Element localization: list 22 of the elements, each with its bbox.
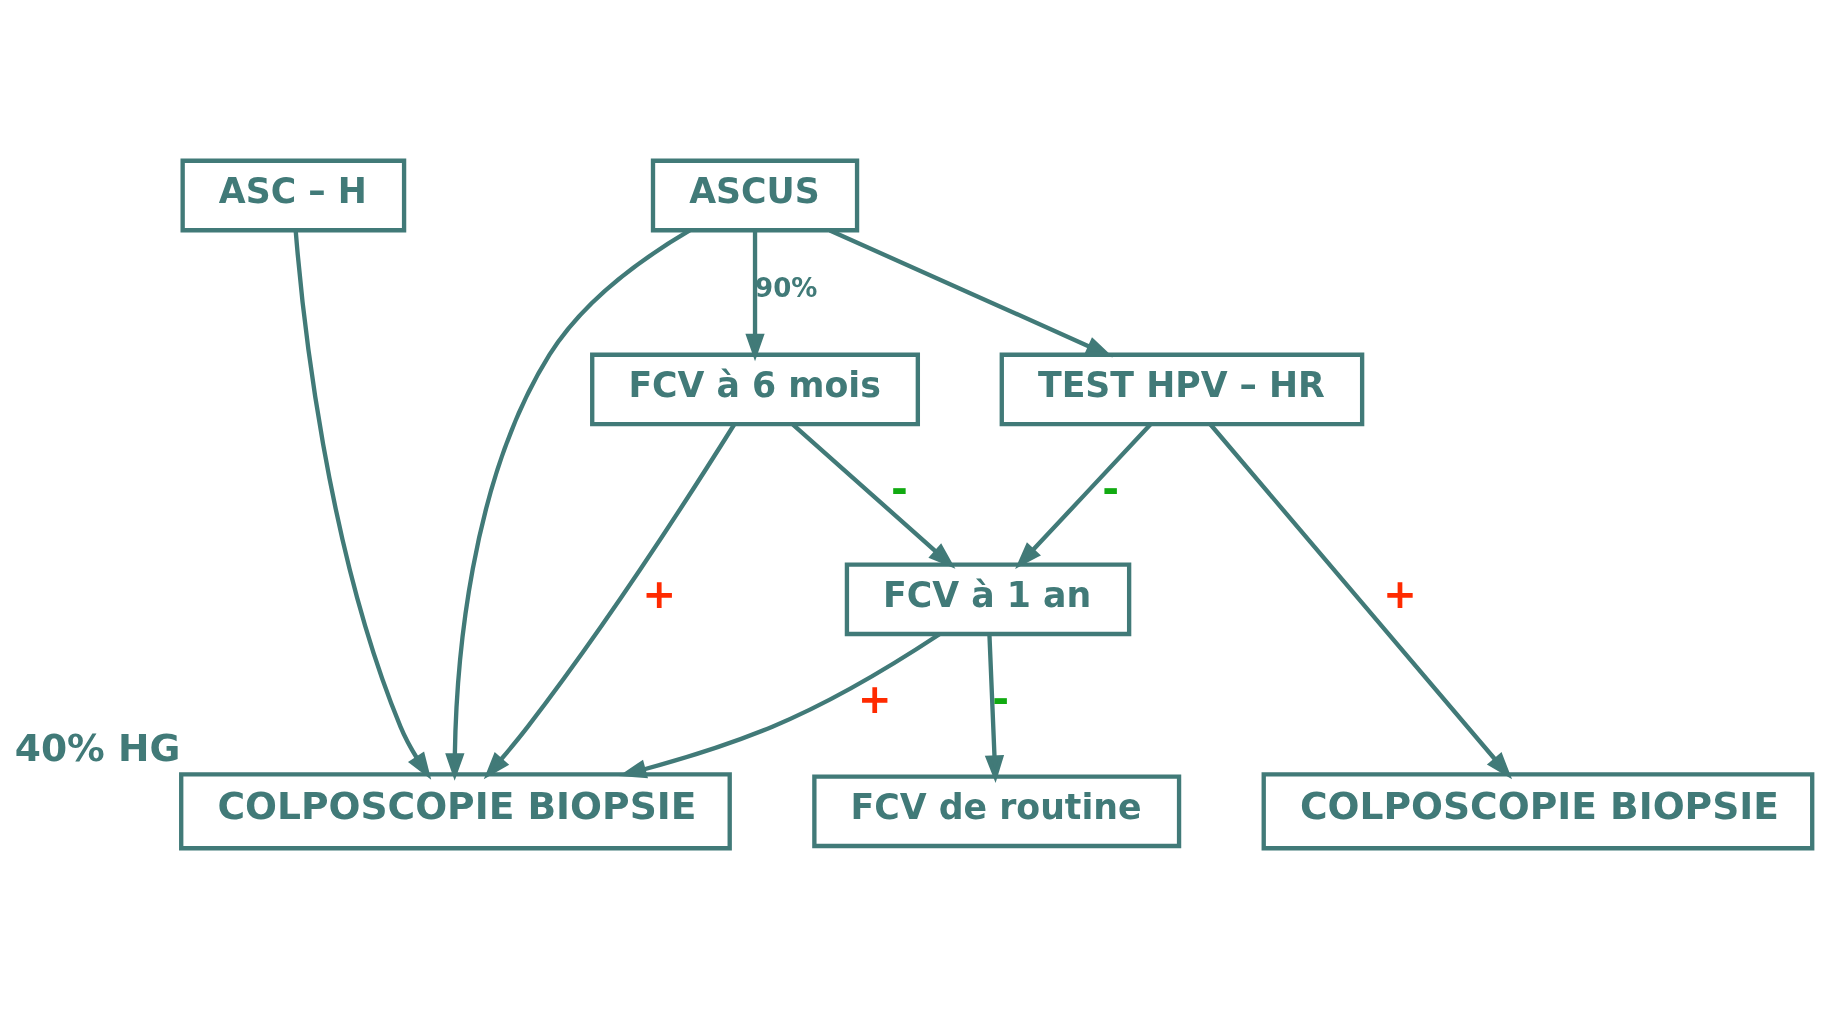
node-box: FCV à 6 mois	[590, 352, 920, 427]
arrow	[984, 634, 1005, 783]
edge-label: -	[1102, 464, 1120, 513]
edge-label: -	[891, 464, 908, 513]
arrow	[483, 423, 737, 780]
node-box: COLPOSCOPIE BIOPSIE	[1261, 772, 1815, 851]
edge-label: 90%	[755, 273, 818, 304]
node-box: FCV de routine	[812, 774, 1182, 849]
node-box: ASC – H	[180, 158, 407, 233]
edge-label: +	[1383, 569, 1418, 618]
node-box: TEST HPV – HR	[999, 352, 1365, 427]
node-box: FCV à 1 an	[844, 562, 1132, 637]
arrow	[1015, 423, 1152, 569]
node-box: COLPOSCOPIE BIOPSIE	[179, 772, 732, 851]
node-label: 40% HG	[14, 726, 181, 771]
arrow	[1208, 423, 1513, 780]
edge-label: -	[992, 674, 1010, 723]
node-box: ASCUS	[650, 158, 860, 233]
arrow	[293, 230, 432, 780]
arrow	[745, 230, 765, 362]
edge-label: +	[857, 674, 892, 723]
edge-label: +	[642, 569, 677, 618]
